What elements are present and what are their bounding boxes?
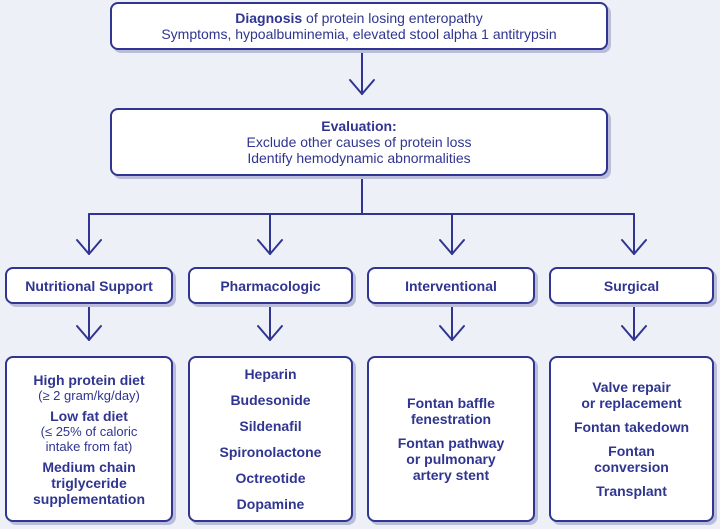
list-item: Medium chain [42, 458, 136, 475]
list-item: supplementation [32, 490, 145, 507]
evaluation-line-1: Exclude other causes of protein loss [246, 134, 472, 150]
list-note: intake from fat) [45, 438, 133, 454]
surgical-detail-box: Valve repair or replacement Fontan taked… [549, 356, 714, 522]
arrowhead [76, 239, 102, 255]
category-label: Interventional [405, 277, 497, 294]
diagnosis-title-rest: of protein losing enteropathy [302, 10, 483, 26]
evaluation-box: Evaluation: Exclude other causes of prot… [110, 108, 608, 176]
category-label: Pharmacologic [220, 277, 321, 294]
category-pharmacologic: Pharmacologic [188, 267, 353, 304]
diagnosis-detail: Symptoms, hypoalbuminemia, elevated stoo… [161, 26, 557, 42]
pharmacologic-detail-box: Heparin Budesonide Sildenafil Spironolac… [188, 356, 353, 522]
arrowhead [257, 325, 283, 341]
list-item: Sildenafil [239, 418, 302, 434]
list-item: Octreotide [235, 470, 306, 486]
list-note: (≥ 2 gram/kg/day) [38, 387, 140, 403]
list-item: Spironolactone [219, 444, 322, 460]
category-label: Surgical [603, 277, 660, 294]
interventional-detail-box: Fontan baffle fenestration Fontan pathwa… [367, 356, 535, 522]
list-item: Transplant [596, 483, 667, 499]
arrowhead [621, 239, 647, 255]
list-item: conversion [594, 459, 669, 475]
list-item: triglyceride [51, 474, 127, 491]
evaluation-title: Evaluation: [321, 118, 397, 134]
list-item: Fontan [608, 443, 655, 459]
list-item: Fontan takedown [573, 419, 690, 435]
list-item: Low fat diet [50, 407, 128, 424]
category-surgical: Surgical [549, 267, 714, 304]
diagnosis-title: Diagnosis [235, 10, 303, 26]
diagnosis-line: Diagnosis of protein losing enteropathy [235, 10, 482, 26]
nutritional-detail-box: High protein diet (≥ 2 gram/kg/day) Low … [5, 356, 173, 522]
list-item: fenestration [410, 411, 492, 427]
arrowhead [257, 239, 283, 255]
arrowhead [76, 325, 102, 341]
list-item: Dopamine [236, 496, 305, 512]
list-note: (≤ 25% of caloric [40, 423, 138, 439]
list-item: or pulmonary [406, 451, 496, 467]
list-item: or replacement [581, 395, 682, 411]
category-label: Nutritional Support [25, 277, 153, 294]
list-item: Budesonide [230, 392, 311, 408]
list-item: Fontan pathway [397, 435, 505, 451]
arrowhead [349, 79, 375, 95]
diagnosis-box: Diagnosis of protein losing enteropathy … [110, 2, 608, 50]
arrowhead [621, 325, 647, 341]
list-item: High protein diet [33, 371, 145, 388]
evaluation-line-2: Identify hemodynamic abnormalities [247, 150, 471, 166]
list-item: artery stent [412, 467, 490, 483]
list-item: Heparin [244, 366, 297, 382]
list-item: Fontan baffle [407, 395, 495, 411]
category-nutritional-support: Nutritional Support [5, 267, 173, 304]
list-item: Valve repair [592, 379, 671, 395]
arrowhead [439, 325, 465, 341]
category-interventional: Interventional [367, 267, 535, 304]
arrowhead [439, 239, 465, 255]
